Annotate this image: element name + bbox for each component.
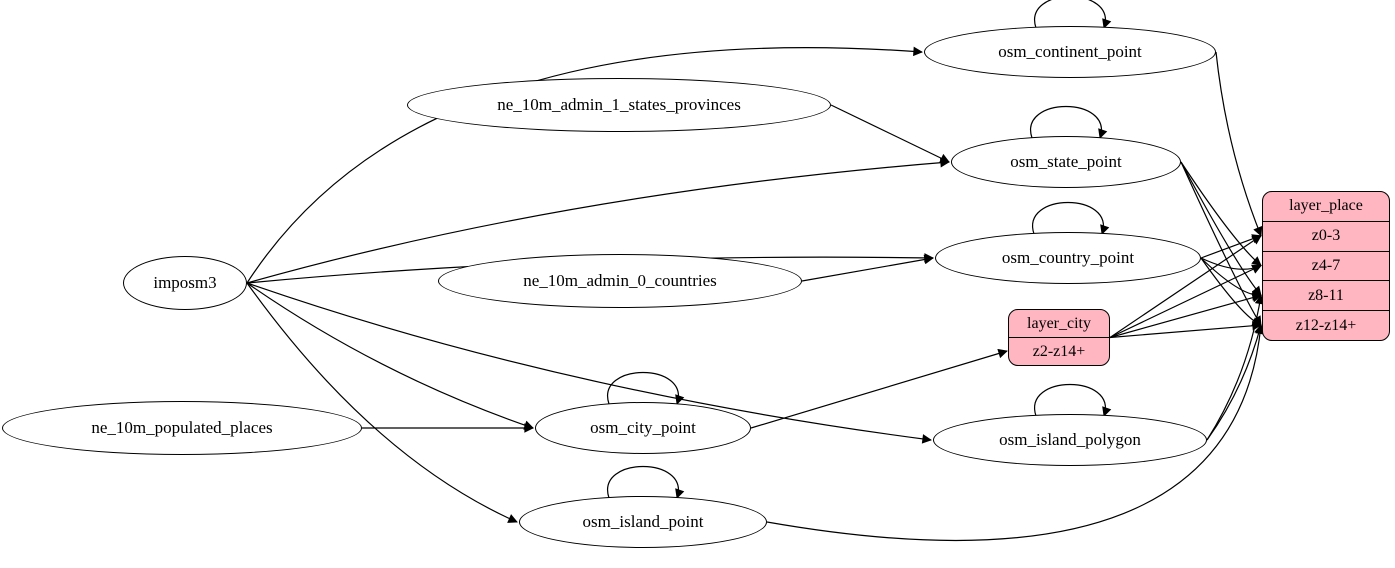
edge-layer-city-to-layer-place-port2 — [1109, 292, 1262, 339]
edge-osm-country-point-to-layer-place-port0 — [1200, 234, 1262, 259]
record-layer-place-row-z12-z14: z12-z14+ — [1263, 310, 1389, 340]
record-layer-place-header: layer_place — [1289, 197, 1363, 215]
edge-layer-city-to-layer-place-port3 — [1109, 321, 1262, 339]
edge-imposm3-to-osm-island-polygon — [246, 282, 932, 444]
record-layer-city: layer_city z2-z14+ — [1008, 309, 1110, 366]
node-imposm3-label: imposm3 — [153, 273, 217, 292]
edge-osm-continent-point-to-layer-place-port0 — [1215, 51, 1263, 237]
edge-osm-island-point-to-layer-place-port3 — [766, 324, 1265, 542]
record-layer-place-row-z4-7: z4-7 — [1263, 250, 1389, 281]
record-layer-place: layer_place z0-3 z4-7 z8-11 z12-z14+ — [1262, 191, 1390, 341]
edge-osm-island-point-to-osm-island-point — [607, 465, 685, 499]
record-layer-place-row-z8-11: z8-11 — [1263, 280, 1389, 310]
edge-osm-city-point-to-osm-city-point — [607, 371, 685, 405]
edge-imposm3-to-osm-city-point — [246, 282, 534, 430]
node-osm-island-point-label: osm_island_point — [582, 512, 704, 531]
node-osm-city-point: osm_city_point — [535, 402, 751, 454]
edge-osm-state-point-to-layer-place-port1 — [1180, 161, 1262, 267]
node-ne-10m-admin-1-states-provinces: ne_10m_admin_1_states_provinces — [407, 78, 831, 132]
edge-ne-10m-admin-1-states-provinces-to-osm-state-point — [830, 104, 950, 163]
edge-osm-island-polygon-to-layer-place-port3 — [1206, 324, 1264, 441]
node-ne-10m-populated-places: ne_10m_populated_places — [2, 401, 362, 455]
node-ne-10m-admin-0-countries: ne_10m_admin_0_countries — [438, 254, 802, 308]
node-osm-island-polygon-label: osm_island_polygon — [999, 430, 1141, 449]
node-ne-10m-populated-places-label: ne_10m_populated_places — [91, 418, 273, 437]
edge-osm-continent-point-to-osm-continent-point — [1034, 0, 1112, 29]
node-osm-city-point-label: osm_city_point — [590, 418, 696, 437]
node-osm-continent-point-label: osm_continent_point — [998, 42, 1142, 61]
record-layer-place-row-z0-3: z0-3 — [1263, 220, 1389, 251]
edge-imposm3-to-osm-island-point — [246, 282, 518, 523]
edge-ne-10m-admin-0-countries-to-osm-country-point — [801, 254, 934, 282]
node-imposm3: imposm3 — [123, 256, 247, 310]
record-layer-city-row-z2-z14: z2-z14+ — [1009, 337, 1109, 365]
node-ne-10m-admin-0-countries-label: ne_10m_admin_0_countries — [523, 271, 717, 290]
node-osm-island-point: osm_island_point — [519, 496, 767, 548]
edge-layer-city-to-layer-place-port1 — [1109, 264, 1262, 339]
edge-osm-island-polygon-to-layer-place-port2 — [1206, 294, 1265, 441]
edge-layer-city-to-layer-place-port0 — [1109, 235, 1262, 338]
node-osm-state-point-label: osm_state_point — [1010, 152, 1122, 171]
edge-osm-state-point-to-osm-state-point — [1030, 105, 1108, 139]
node-osm-state-point: osm_state_point — [951, 136, 1181, 188]
edge-osm-island-polygon-to-osm-island-polygon — [1034, 383, 1112, 417]
edge-osm-state-point-to-layer-place-port3 — [1180, 161, 1262, 326]
node-ne-10m-admin-1-states-provinces-label: ne_10m_admin_1_states_provinces — [497, 95, 741, 114]
record-layer-city-header: layer_city — [1027, 314, 1091, 332]
edge-osm-city-point-to-layer-city-port0 — [750, 348, 1008, 429]
node-osm-country-point-label: osm_country_point — [1001, 248, 1135, 267]
node-osm-country-point: osm_country_point — [935, 232, 1201, 284]
edge-osm-country-point-to-osm-country-point — [1032, 201, 1110, 235]
node-osm-island-polygon: osm_island_polygon — [933, 414, 1207, 466]
edge-osm-state-point-to-layer-place-port2 — [1180, 161, 1262, 297]
node-osm-continent-point: osm_continent_point — [924, 26, 1216, 78]
edge-imposm3-to-osm-state-point — [246, 157, 950, 284]
